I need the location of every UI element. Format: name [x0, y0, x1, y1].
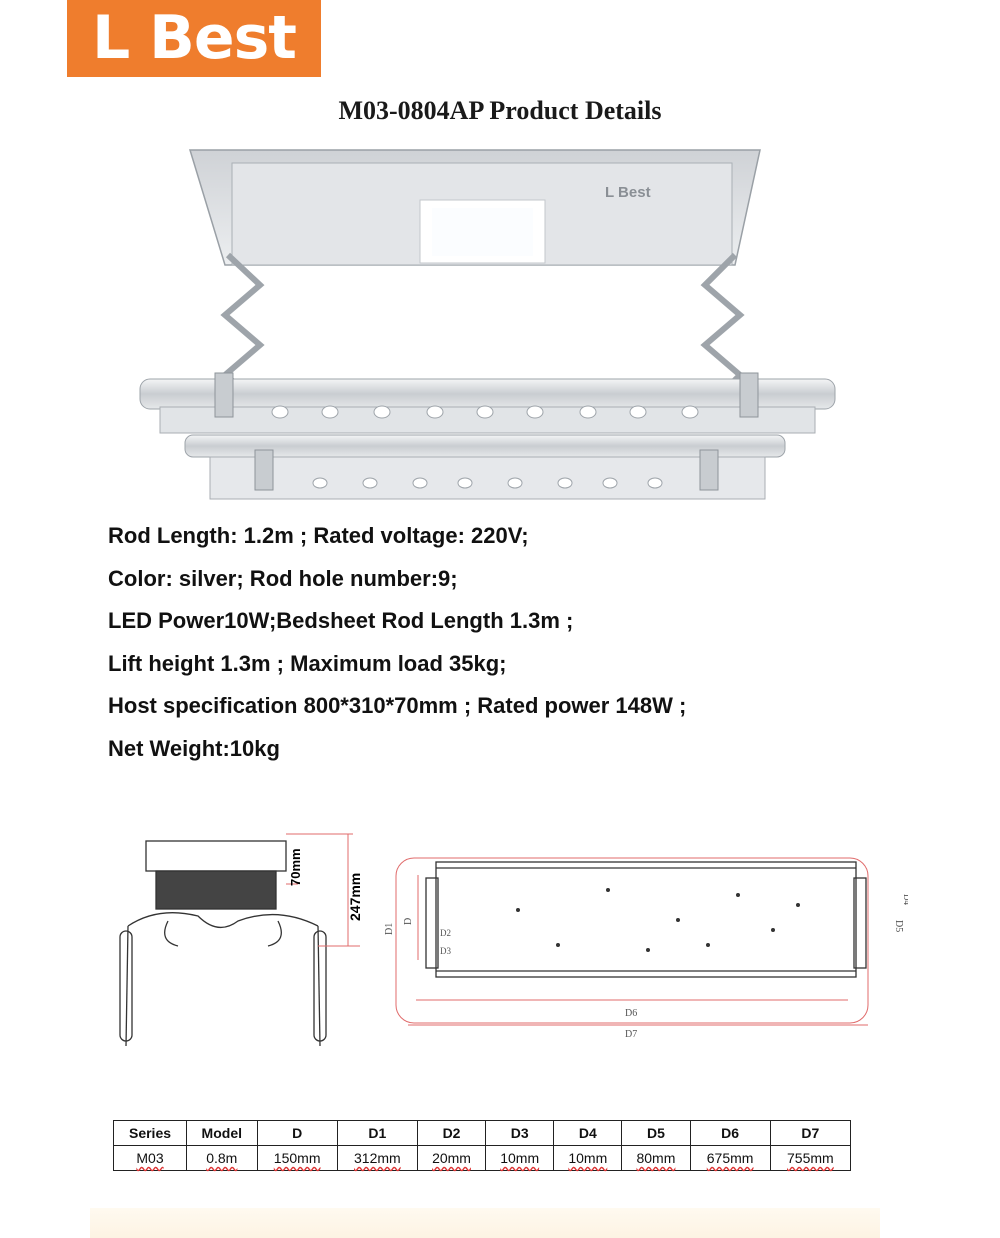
- dim-label-d: D: [403, 918, 414, 925]
- dim-box-height: 70mm: [288, 848, 303, 886]
- table-header: D5: [621, 1120, 691, 1146]
- bottom-strip: [90, 1208, 880, 1238]
- spec-line: Color: silver; Rod hole number:9;: [108, 565, 458, 591]
- page-title: M03-0804AP Product Details: [338, 96, 662, 125]
- dim-label-d1: D1: [384, 923, 395, 935]
- top-view-drawing: D1 D D2 D3 D4 D5 D6 D7: [384, 857, 908, 1040]
- table-header: D2: [416, 1120, 487, 1146]
- spec-line: LED Power10W;Bedsheet Rod Length 1.3m ;: [108, 608, 574, 633]
- spec-line: Lift height 1.3m ; Maximum load 35kg;: [108, 650, 507, 676]
- table-cell: 10mm: [553, 1145, 623, 1171]
- table-row: M03 0.8m 150mm 312mm 20mm 10mm 10mm 80mm…: [112, 1145, 852, 1171]
- table-cell: 20mm: [416, 1145, 487, 1171]
- brand-logo: L Best: [67, 0, 321, 77]
- dim-label-d2: D2: [440, 928, 451, 938]
- table-header: D1: [336, 1120, 418, 1146]
- dim-label-d4: D4: [902, 894, 908, 905]
- product-photo: L Best: [139, 149, 836, 500]
- side-view-drawing: 70mm 247mm: [119, 833, 363, 1047]
- spec-line: Host specification 800*310*70mm ; Rated …: [108, 693, 687, 718]
- dim-label-d7: D7: [625, 1029, 637, 1040]
- table-cell: 755mm: [769, 1145, 852, 1171]
- table-header: D: [256, 1120, 338, 1146]
- dimension-table: Series Model D D1 D2 D3 D4 D5 D6 D7 M03 …: [112, 1120, 852, 1171]
- table-cell: 80mm: [621, 1145, 691, 1171]
- spec-line: Net Weight:10kg: [108, 735, 280, 761]
- table-header: D6: [689, 1120, 771, 1146]
- dim-label-d5: D5: [893, 920, 904, 932]
- device-brand-label: L Best: [605, 184, 651, 201]
- table-header: D4: [553, 1120, 623, 1146]
- table-header: D7: [769, 1120, 852, 1146]
- table-header: Model: [186, 1120, 258, 1146]
- table-cell: 675mm: [689, 1145, 771, 1171]
- dim-label-d3: D3: [440, 946, 451, 956]
- table-cell: 0.8m: [186, 1145, 258, 1171]
- spec-list: Rod Length: 1.2m ; Rated voltage: 220V; …: [108, 519, 686, 774]
- table-cell: 150mm: [256, 1145, 338, 1171]
- dim-total-height: 247mm: [347, 873, 363, 921]
- table-header: Series: [112, 1120, 188, 1146]
- table-cell: 312mm: [336, 1145, 418, 1171]
- table-cell: 10mm: [485, 1145, 555, 1171]
- spec-line: Rod Length: 1.2m ; Rated voltage: 220V;: [108, 523, 529, 548]
- table-header-row: Series Model D D1 D2 D3 D4 D5 D6 D7: [112, 1120, 852, 1146]
- dim-label-d6: D6: [625, 1008, 637, 1019]
- table-cell: M03: [112, 1145, 188, 1171]
- table-header: D3: [485, 1120, 555, 1146]
